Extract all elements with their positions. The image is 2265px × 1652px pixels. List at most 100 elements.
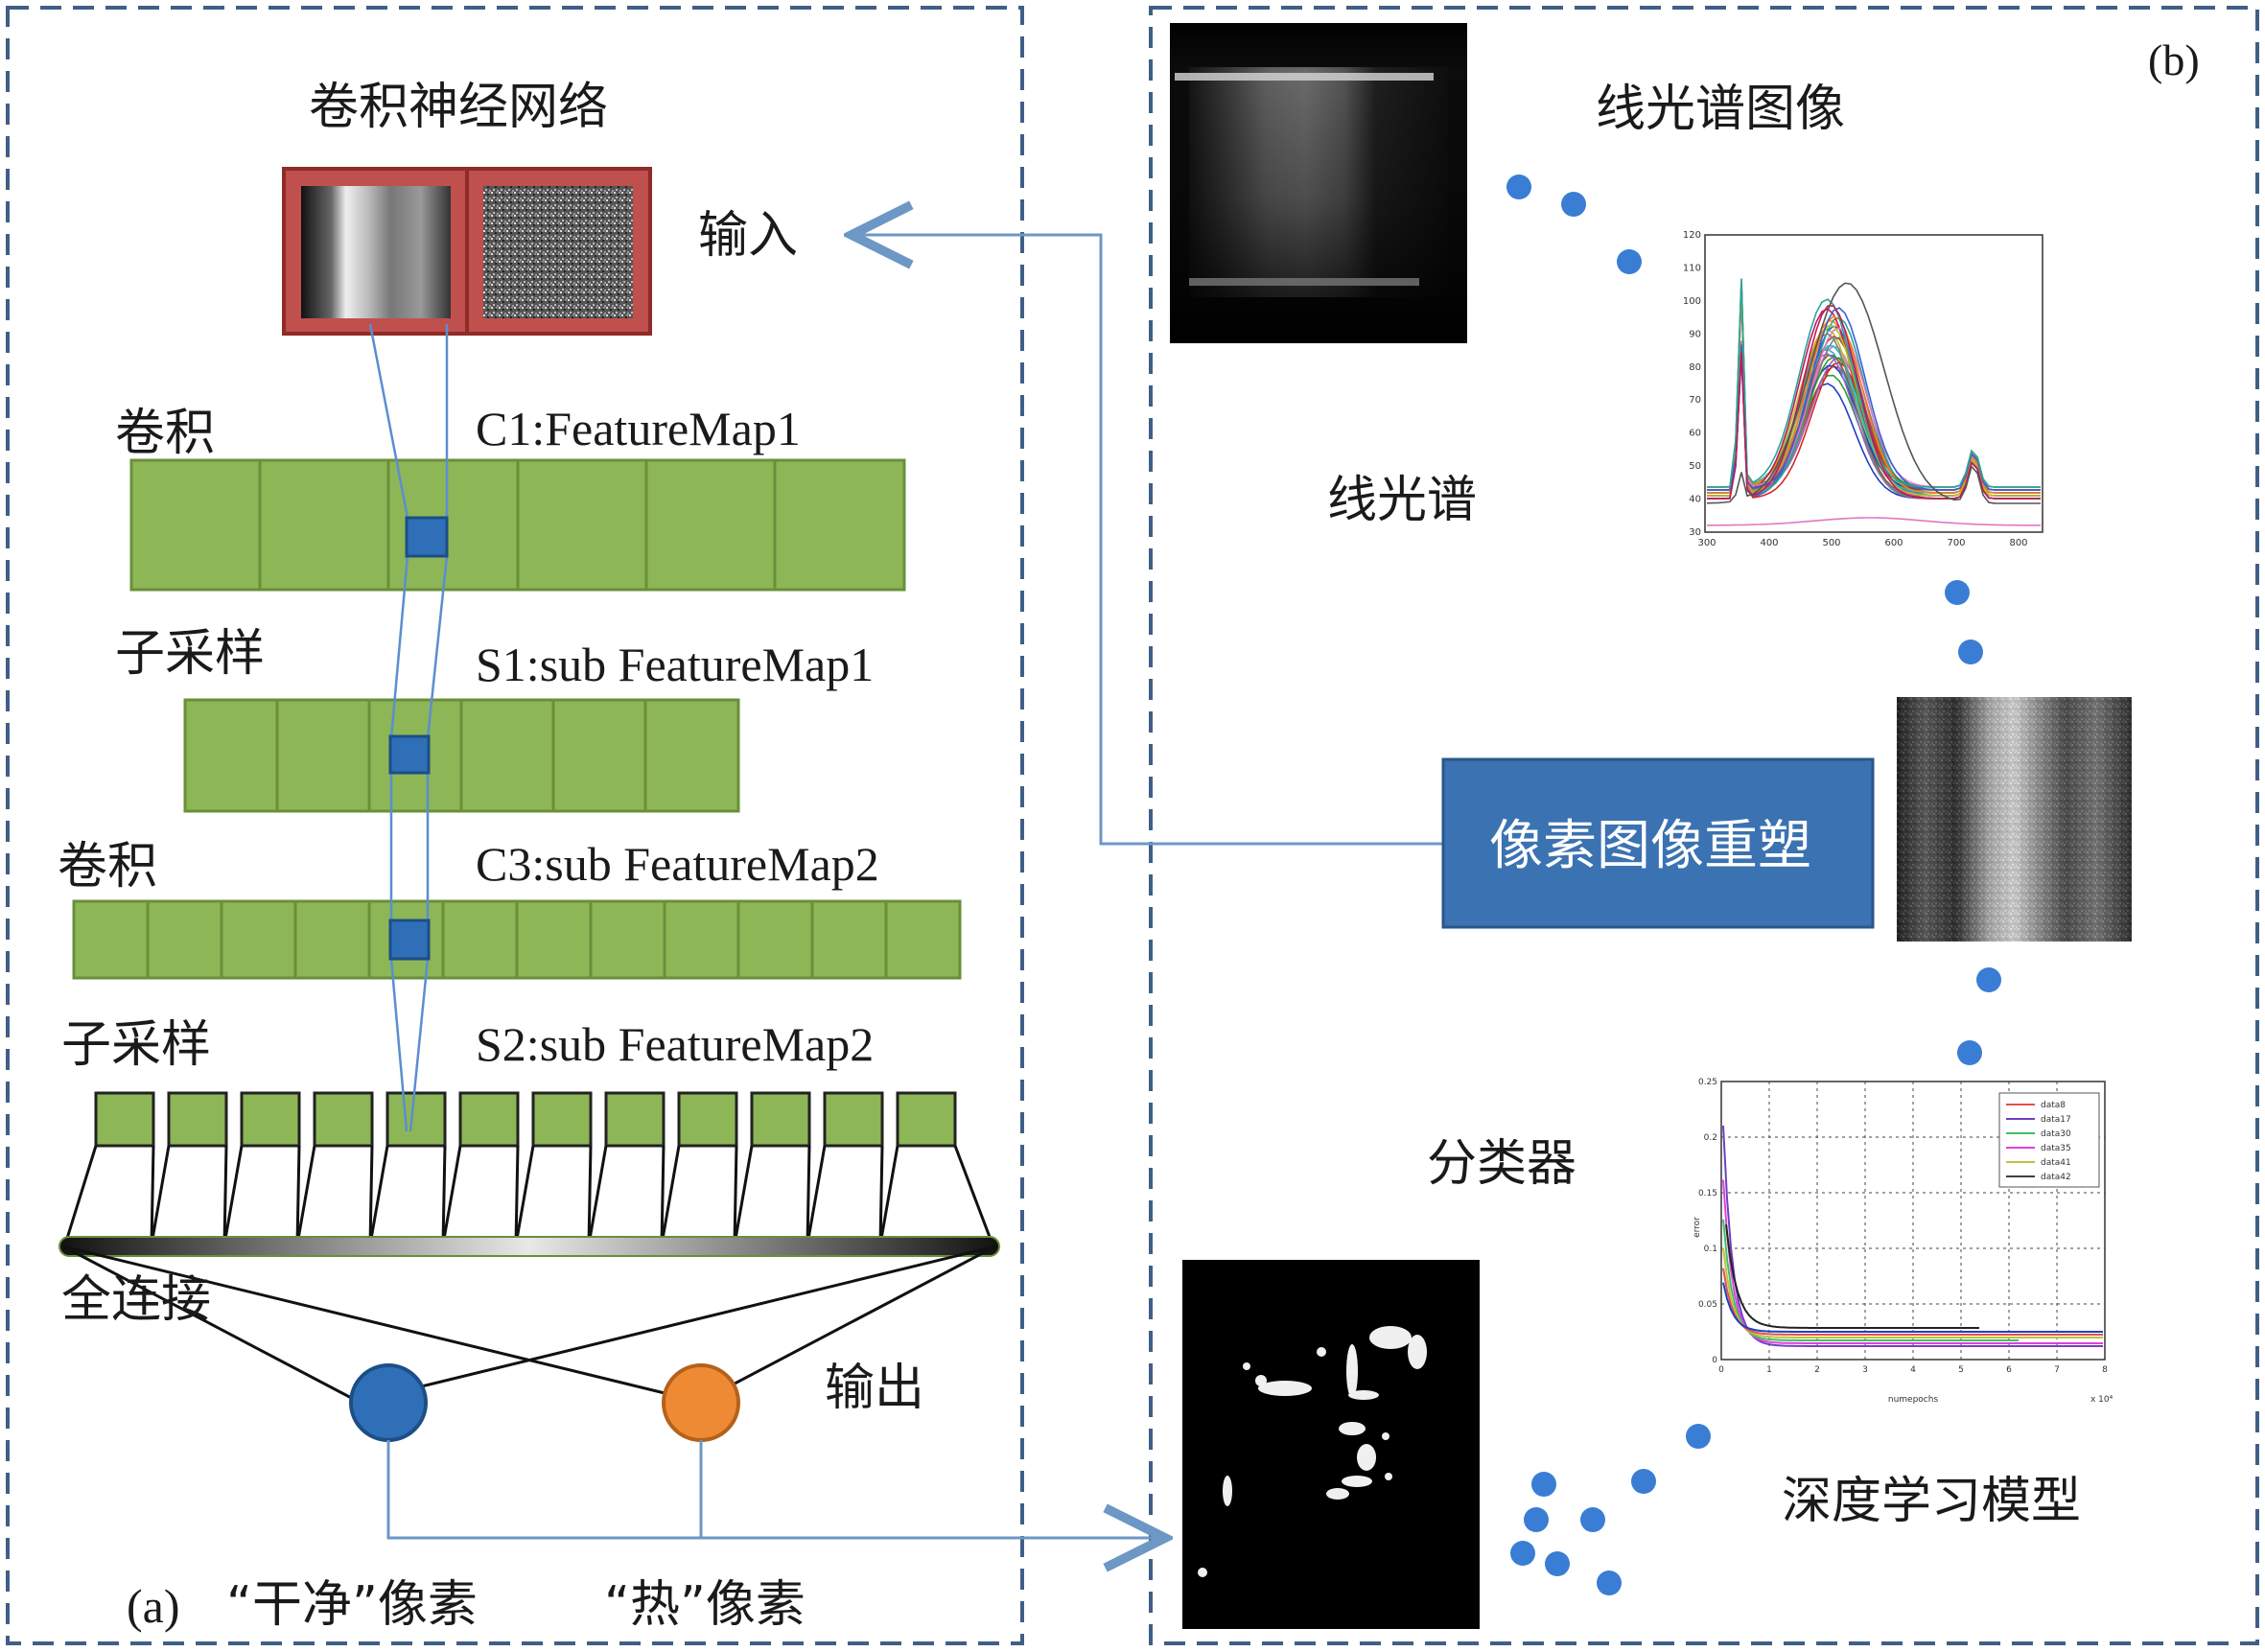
fc-funnel-lines bbox=[63, 1145, 994, 1245]
spectrum-x-tick: 700 bbox=[1947, 538, 1965, 548]
line-spectrum-image-label: 线光谱图像 bbox=[1596, 81, 1846, 138]
flow-dots bbox=[1506, 175, 2001, 1595]
layer-c1-map-label: C1:FeatureMap1 bbox=[476, 402, 801, 455]
loss-y-tick: 0.2 bbox=[1704, 1133, 1717, 1143]
spectrum-y-tick: 50 bbox=[1689, 461, 1701, 472]
layer-s1-map-label: S1:sub FeatureMap1 bbox=[476, 638, 875, 691]
panel-b-border bbox=[1149, 6, 2259, 1645]
line-spectrum-label: 线光谱 bbox=[1327, 472, 1478, 529]
kernel-s1 bbox=[388, 734, 431, 775]
spectrum-curve bbox=[1707, 517, 2041, 526]
loss-curve bbox=[1722, 1282, 2103, 1333]
input-image-left bbox=[301, 186, 451, 318]
loss-x-tick: 0 bbox=[1718, 1365, 1724, 1375]
layer-s2-type-label: 子采样 bbox=[61, 1016, 212, 1074]
spectrum-y-tick: 60 bbox=[1689, 429, 1701, 439]
loss-legend-label: data35 bbox=[2041, 1144, 2071, 1153]
loss-legend-box bbox=[1998, 1092, 2100, 1188]
loss-x-tick: 8 bbox=[2102, 1365, 2108, 1375]
fc-output-lines bbox=[62, 1245, 996, 1404]
spectrum-x-tick: 500 bbox=[1822, 538, 1840, 548]
loss-curve bbox=[1722, 1219, 2019, 1341]
input-image-right bbox=[483, 186, 633, 318]
cnn-title: 卷积神经网络 bbox=[309, 79, 609, 136]
spectrum-y-tick: 40 bbox=[1689, 495, 1701, 505]
output-to-result-arrow bbox=[386, 1440, 1165, 1538]
pixel-reshape-box-label: 像素图像重塑 bbox=[1489, 815, 1811, 877]
feature-map-c1 bbox=[129, 458, 906, 592]
pixel-reshape-box bbox=[1441, 757, 1875, 929]
layer-s1-type-label: 子采样 bbox=[115, 625, 266, 683]
spectrum-curve bbox=[1706, 282, 2041, 504]
fully-connected-label: 全连接 bbox=[61, 1271, 212, 1329]
layer-s2-map-label: S2:sub FeatureMap2 bbox=[476, 1017, 875, 1071]
spectrum-y-tick: 90 bbox=[1689, 329, 1701, 339]
fully-connected-bar bbox=[58, 1236, 1000, 1257]
loss-curve bbox=[1722, 1268, 2103, 1336]
layer-c3-type-label: 卷积 bbox=[58, 838, 158, 896]
loss-legend-label: data8 bbox=[2041, 1101, 2066, 1110]
kernel-c3 bbox=[388, 919, 431, 961]
spectrum-x-tick: 400 bbox=[1760, 538, 1778, 548]
panel-a-border bbox=[6, 6, 1024, 1645]
hot-pixel-label: “热”像素 bbox=[604, 1576, 806, 1634]
panel-b-tag: (b) bbox=[2148, 35, 2200, 84]
loss-x-tick: 1 bbox=[1766, 1365, 1772, 1375]
spectrum-plot: 30 40 50 60 70 80 90 100 110 120 300 400 500 600 700 8… bbox=[1683, 230, 2043, 548]
reshape-to-input-arrow bbox=[852, 235, 1443, 846]
deep-learning-model-label: 深度学习模型 bbox=[1782, 1473, 2082, 1530]
output-label: 输出 bbox=[825, 1360, 925, 1417]
reshaped-pixel-image bbox=[1897, 697, 2132, 942]
kernel-c1 bbox=[405, 516, 449, 558]
layer-c1-type-label: 卷积 bbox=[115, 405, 216, 462]
spectrum-y-tick: 80 bbox=[1689, 362, 1701, 373]
loss-x-tick: 4 bbox=[1910, 1365, 1916, 1375]
loss-plot: 0 0.05 0.1 0.15 0.2 0.25 0 1 2 3 4 5 6 7 8 data8 data1… bbox=[1693, 1078, 2113, 1405]
spectrum-x-tick: 600 bbox=[1884, 538, 1903, 548]
loss-y-tick: 0.1 bbox=[1704, 1245, 1717, 1254]
loss-curve bbox=[1722, 1179, 2103, 1344]
loss-y-tick: 0.05 bbox=[1698, 1300, 1717, 1310]
spectrum-x-tick: 300 bbox=[1697, 538, 1716, 548]
caption-prefix: (a) bbox=[127, 1579, 180, 1633]
loss-x-tick: 5 bbox=[1958, 1365, 1964, 1375]
loss-x-exponent: x 10⁴ bbox=[2090, 1395, 2113, 1405]
loss-y-tick: 0 bbox=[1712, 1356, 1717, 1365]
loss-x-tick: 3 bbox=[1862, 1365, 1868, 1375]
loss-y-tick: 0.15 bbox=[1698, 1189, 1717, 1198]
kernel-projection-lines bbox=[368, 323, 449, 1132]
output-node-clean bbox=[349, 1363, 428, 1442]
loss-x-tick: 6 bbox=[2006, 1365, 2012, 1375]
feature-map-s1 bbox=[183, 698, 740, 813]
loss-x-tick: 7 bbox=[2054, 1365, 2060, 1375]
output-node-hot bbox=[662, 1363, 740, 1442]
spectrum-curve bbox=[1707, 315, 2041, 494]
hot-pixel-result-image bbox=[1182, 1260, 1480, 1629]
feature-map-c3 bbox=[72, 899, 962, 980]
spectrum-x-tick: 800 bbox=[2009, 538, 2027, 548]
spectrum-y-tick: 120 bbox=[1683, 230, 1701, 241]
loss-ylabel: error bbox=[1693, 1217, 1702, 1238]
spectrum-y-tick: 70 bbox=[1689, 395, 1701, 406]
layer-c3-map-label: C3:sub FeatureMap2 bbox=[476, 837, 879, 891]
line-spectrum-image bbox=[1170, 23, 1467, 343]
loss-legend-label: data42 bbox=[2041, 1173, 2071, 1182]
feature-map-s2 bbox=[94, 1091, 957, 1148]
loss-legend-label: data30 bbox=[2041, 1129, 2071, 1139]
spectrum-y-tick: 110 bbox=[1683, 263, 1701, 273]
loss-x-tick: 2 bbox=[1814, 1365, 1820, 1375]
spectrum-y-tick: 30 bbox=[1689, 527, 1701, 538]
loss-legend-label: data41 bbox=[2041, 1158, 2071, 1168]
spectrum-y-tick: 100 bbox=[1683, 296, 1701, 307]
loss-curve bbox=[1725, 1224, 1979, 1329]
spectrum-curve bbox=[1707, 305, 2041, 500]
loss-y-tick: 0.25 bbox=[1698, 1078, 1717, 1087]
clean-pixel-label: “干净”像素 bbox=[226, 1576, 478, 1634]
loss-curve bbox=[1722, 1125, 2103, 1347]
loss-xlabel: numepochs bbox=[1888, 1395, 1939, 1405]
input-label: 输入 bbox=[698, 207, 799, 265]
classifier-label: 分类器 bbox=[1427, 1135, 1577, 1193]
loss-legend-label: data17 bbox=[2041, 1115, 2071, 1125]
loss-curve bbox=[1722, 1247, 2103, 1338]
